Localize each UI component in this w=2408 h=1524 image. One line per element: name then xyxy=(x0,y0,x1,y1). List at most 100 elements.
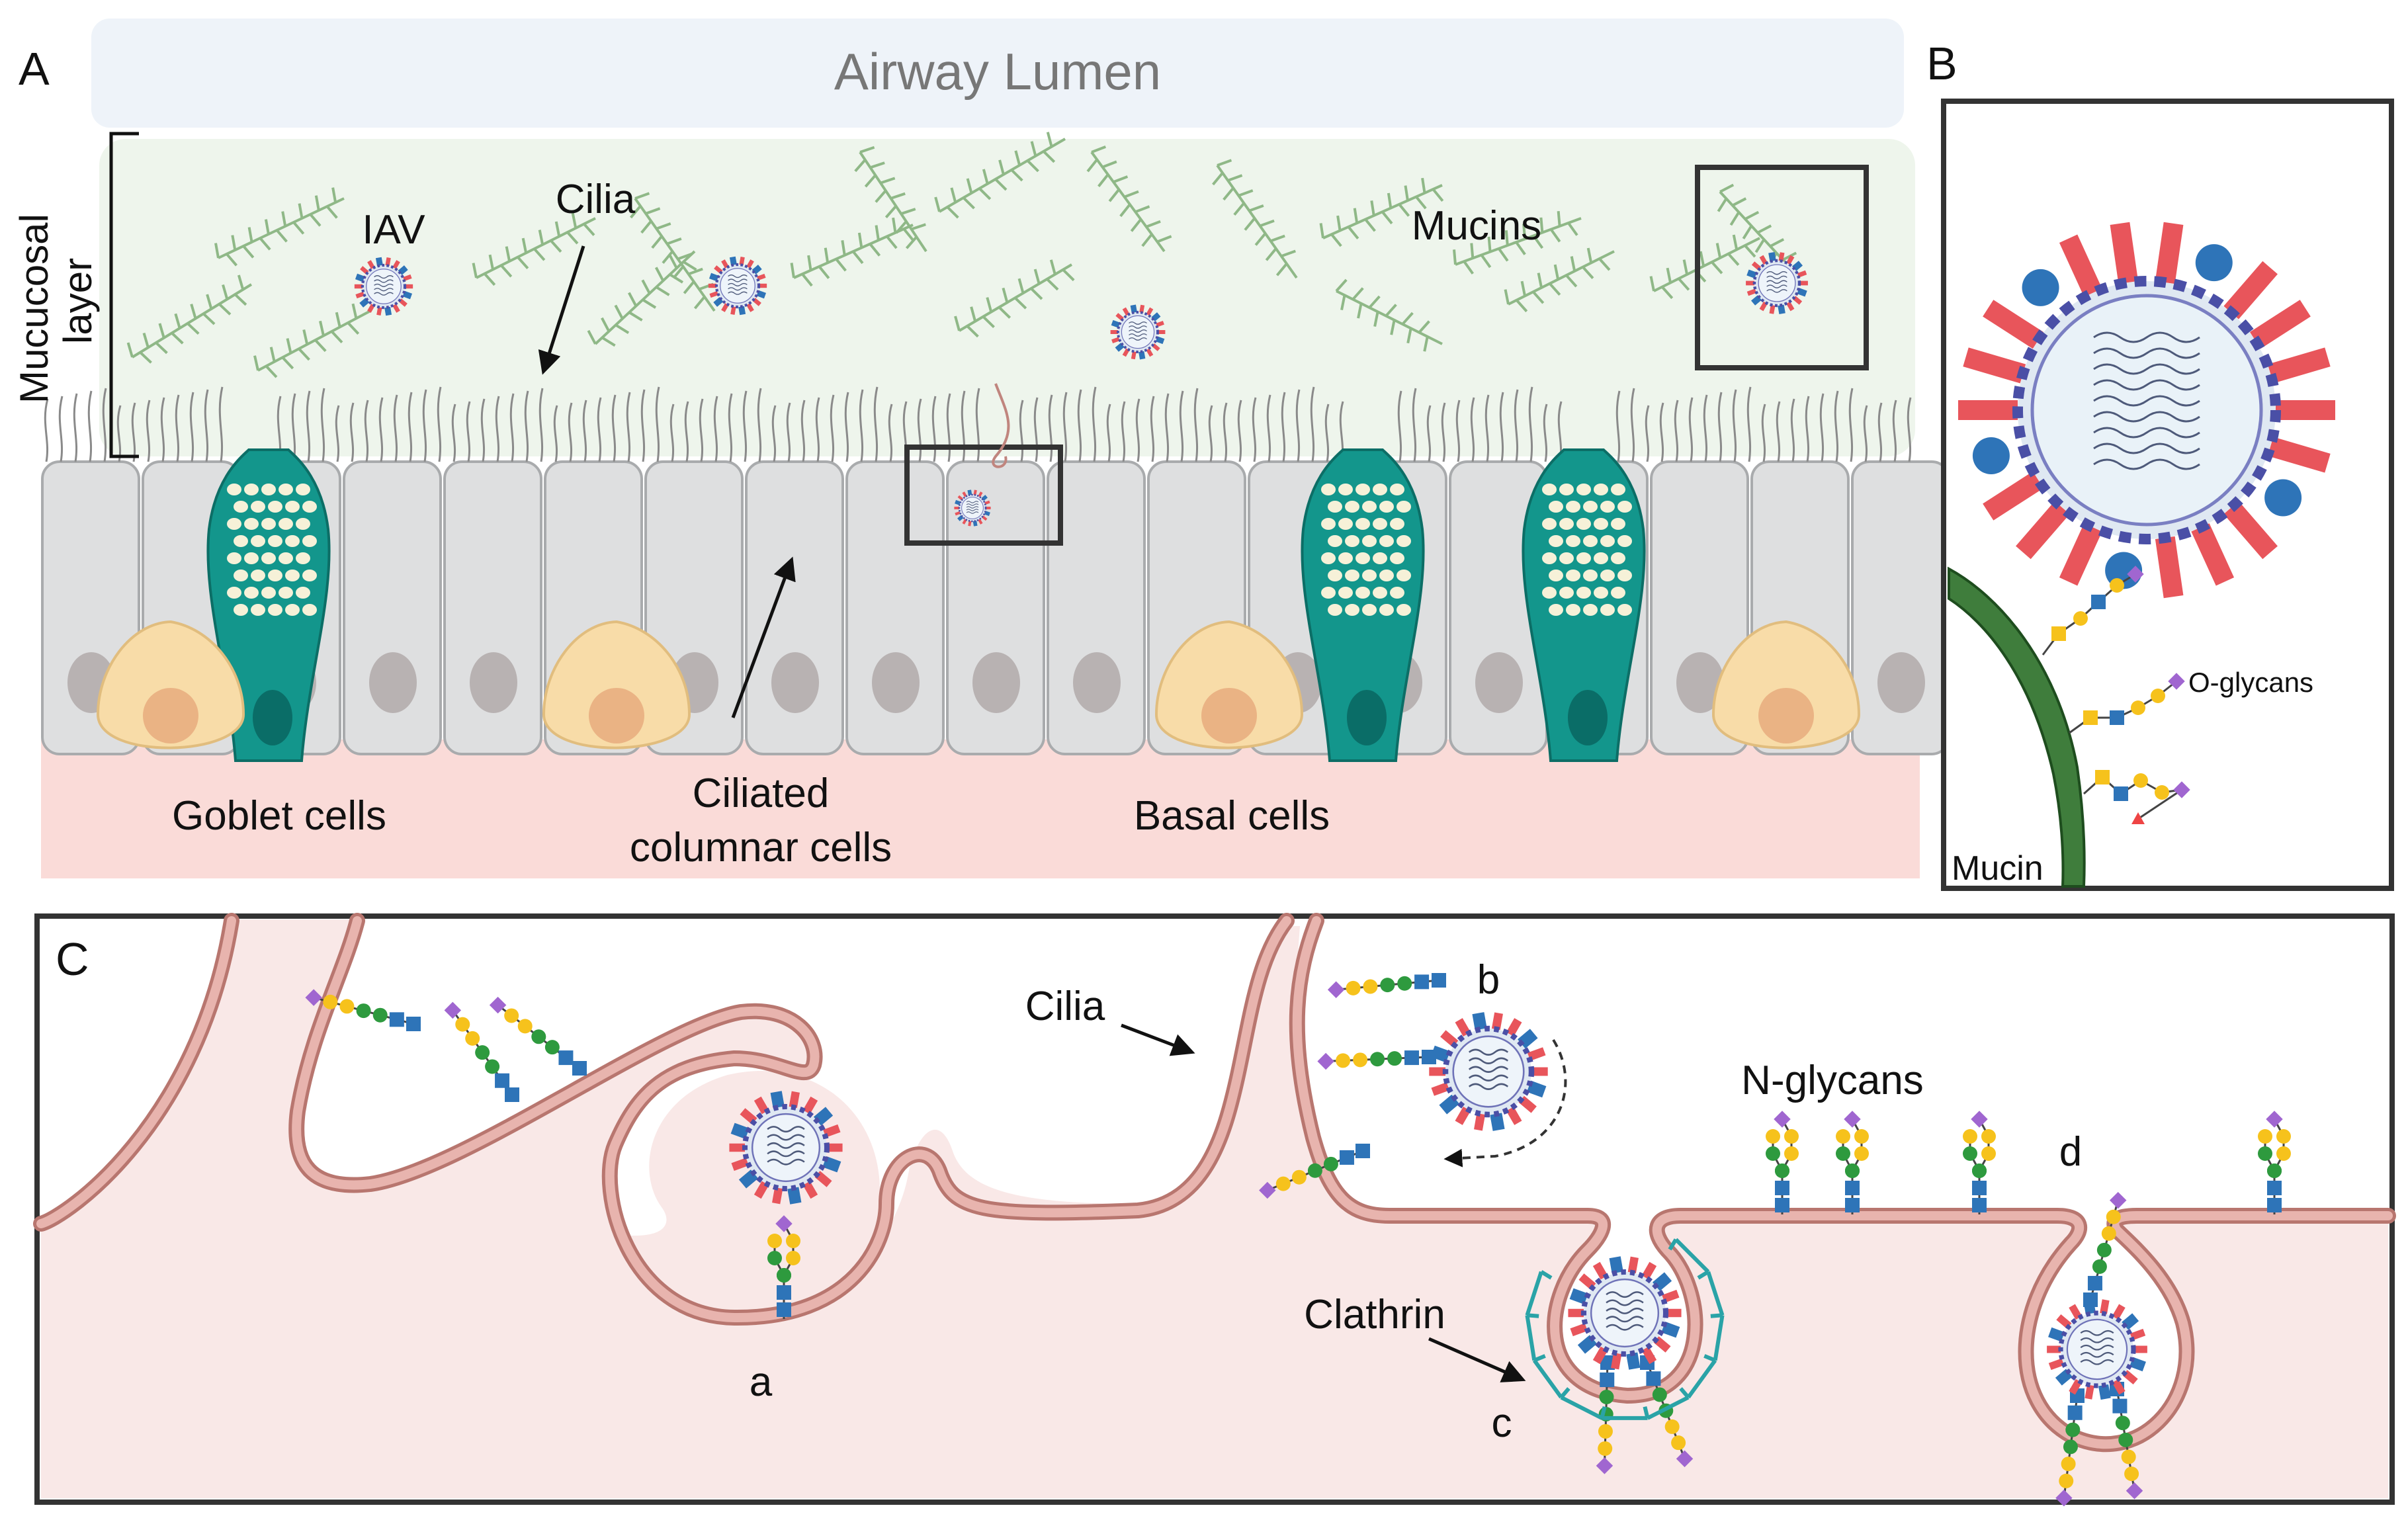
step-a-label: a xyxy=(750,1359,773,1405)
cilium xyxy=(335,405,340,462)
rotation-arrow xyxy=(1443,1038,1567,1167)
cilium xyxy=(931,396,937,462)
goblet-cell xyxy=(1522,448,1646,762)
panel-b: B O-glycans Mucin xyxy=(1926,38,2394,891)
mucosal-layer-region xyxy=(99,139,1915,456)
mucin-strand-icon xyxy=(934,132,1066,219)
cilium xyxy=(655,386,660,462)
cilium xyxy=(786,402,791,462)
cilium xyxy=(320,388,325,462)
mucin-strand-icon xyxy=(854,146,927,253)
cilium xyxy=(815,397,820,462)
cilium xyxy=(1834,390,1839,462)
cilium xyxy=(1470,397,1475,462)
virus-icon xyxy=(1746,251,1808,315)
clathrin-segment xyxy=(1525,1314,1537,1361)
cilia-label-c: Cilia xyxy=(1025,984,1105,1029)
clathrin-label: Clathrin xyxy=(1304,1292,1445,1337)
cilium xyxy=(597,397,602,462)
virus-icon xyxy=(1429,1012,1548,1131)
mucin-strand-icon xyxy=(1086,145,1172,253)
panel-b-letter: B xyxy=(1926,38,1957,89)
cilium xyxy=(44,398,49,462)
mucin-strand-icon xyxy=(1212,159,1298,279)
step-b-label: b xyxy=(1477,957,1500,1003)
clathrin-segment xyxy=(1560,1395,1603,1420)
cilia-arrow-c xyxy=(1121,1023,1195,1056)
clathrin-spoke xyxy=(1710,1313,1723,1318)
airway-lumen-label: Airway Lumen xyxy=(834,42,1161,101)
mucin-strand-icon xyxy=(790,217,915,287)
cilium xyxy=(146,400,151,462)
clathrin-segment xyxy=(1532,1359,1563,1399)
clathrin-spoke xyxy=(1679,1387,1690,1399)
cilium xyxy=(568,402,573,462)
cilium xyxy=(1674,400,1679,462)
ciliated-label-line2: columnar cells xyxy=(630,825,892,870)
cilium xyxy=(1776,401,1781,462)
n-glycans-label: N-glycans xyxy=(1741,1058,1924,1103)
cilium xyxy=(1528,386,1533,462)
cilium xyxy=(888,403,893,462)
cilium xyxy=(800,400,806,462)
cilium xyxy=(684,401,689,462)
cilium xyxy=(1252,397,1257,462)
cell-membrane xyxy=(33,913,2396,1453)
cilium xyxy=(306,390,311,462)
cilia-arrow xyxy=(538,245,585,375)
cilium xyxy=(1907,397,1912,462)
basal-cells xyxy=(96,620,1861,749)
cilium xyxy=(830,394,835,462)
cilium xyxy=(961,390,966,462)
cilium xyxy=(1645,405,1650,462)
cilium xyxy=(1121,401,1126,462)
clathrin-spoke xyxy=(1643,1406,1650,1419)
panel-c: C Cilia N-glycans Clathrin a b c d xyxy=(33,913,2396,1507)
cilium xyxy=(509,393,515,462)
basal-cell xyxy=(96,620,245,749)
cilium xyxy=(1324,403,1330,462)
mucin-strand-icon xyxy=(630,192,716,312)
mucin-strand-icon xyxy=(1453,211,1582,275)
clathrin-segment xyxy=(1686,1359,1717,1399)
cell-nucleus xyxy=(1475,652,1523,713)
airway-lumen-band xyxy=(91,19,1904,128)
cilium xyxy=(378,397,384,462)
basal-cells-label: Basal cells xyxy=(1134,793,1330,839)
cilium xyxy=(1455,400,1461,462)
cell-nucleus xyxy=(1877,652,1925,713)
cilium xyxy=(393,394,398,462)
step-c-label: c xyxy=(1492,1400,1512,1446)
o-glycan-chains xyxy=(2042,566,2190,824)
glycan-branch-icon xyxy=(1774,1111,1799,1178)
cilium xyxy=(917,398,922,462)
cilium xyxy=(1208,405,1213,462)
cilium xyxy=(102,388,107,462)
glycan-chain-icon xyxy=(2055,1388,2085,1507)
virus-particles-c xyxy=(729,1012,2147,1400)
mucin-strand-icon xyxy=(214,187,345,267)
glycan-chain-icon xyxy=(2069,673,2185,734)
glycan-branch-icon xyxy=(1971,1111,1996,1178)
clathrin-segment xyxy=(1713,1314,1725,1361)
cilium xyxy=(1819,393,1825,462)
cilium xyxy=(480,398,486,462)
cilium xyxy=(946,393,951,462)
cilium xyxy=(582,400,587,462)
glycan-branch-icon xyxy=(1844,1111,1869,1178)
cell-nucleus xyxy=(1073,652,1121,713)
virus-icon xyxy=(729,1091,843,1205)
cilium xyxy=(175,394,180,462)
cilium xyxy=(466,401,471,462)
zoom-box-entry xyxy=(904,444,1063,546)
cilium xyxy=(771,405,777,462)
cilium xyxy=(640,389,646,462)
clathrin-spoke xyxy=(1559,1387,1570,1399)
cilium xyxy=(1164,393,1170,462)
ciliated-columnar-cells xyxy=(41,460,1950,755)
mucin-strand-icon xyxy=(954,259,1075,338)
cilium xyxy=(349,402,355,462)
cilium xyxy=(611,394,617,462)
